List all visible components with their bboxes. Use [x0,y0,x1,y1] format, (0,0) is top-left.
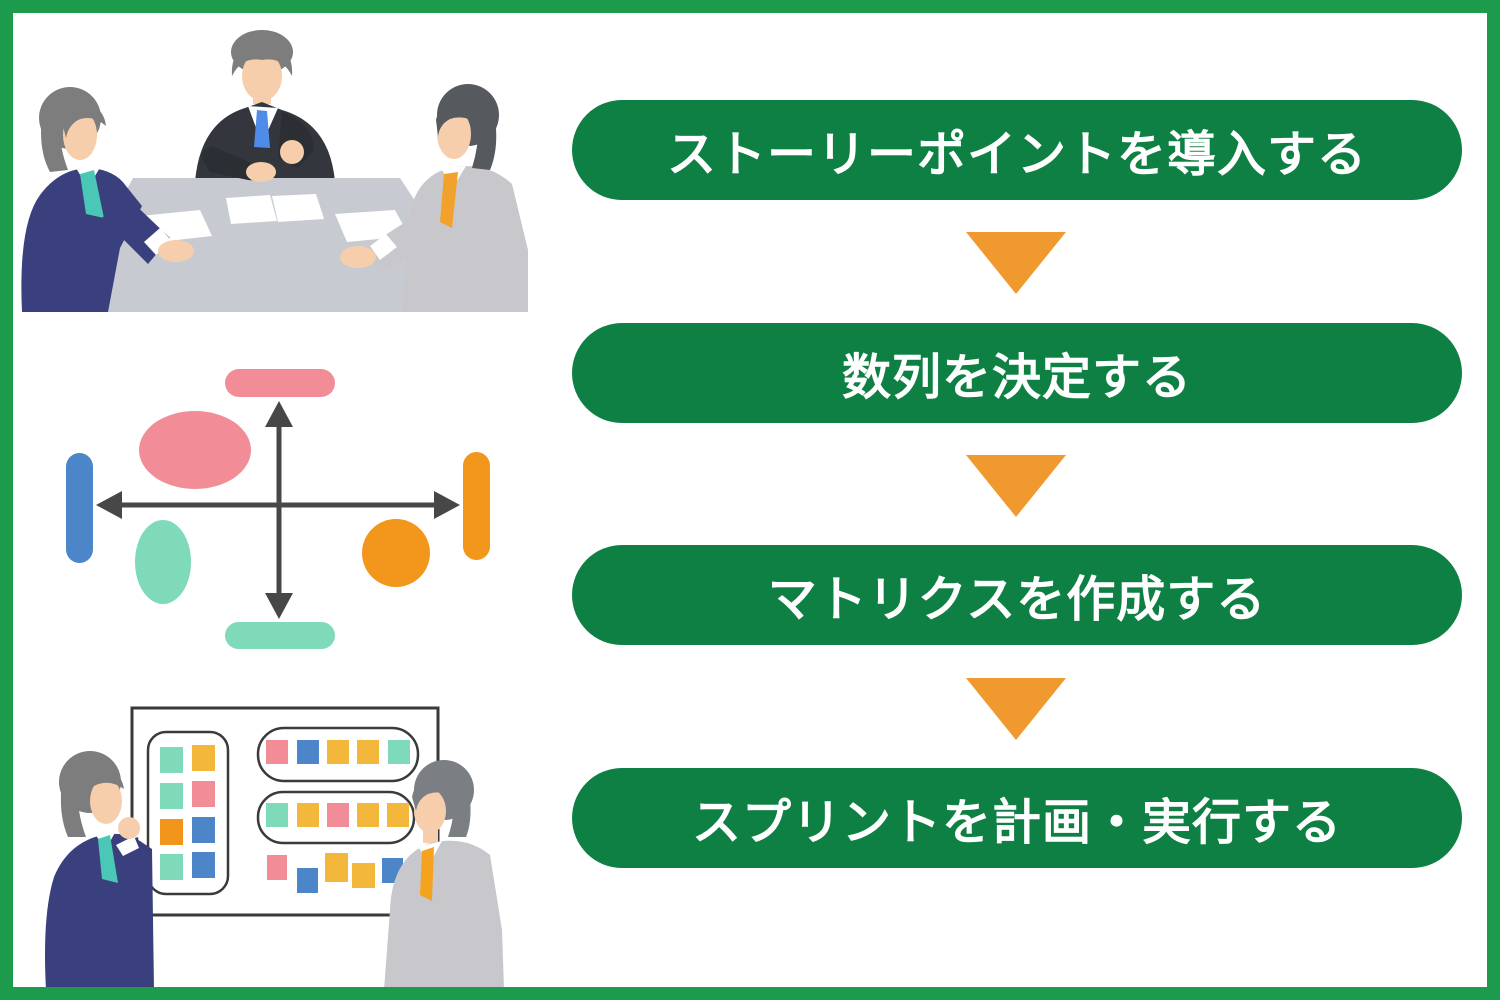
board-left-panel [146,730,230,896]
matrix-pink-pill [225,369,335,397]
matrix-orange-circle [362,519,430,587]
axis-arrowheads [96,401,460,619]
matrix-blue-pill [66,453,93,563]
flow-step-2-label: 数列を決定する [841,350,1192,405]
flow-step-1-label: ストーリーポイントを導入する [666,127,1367,182]
matrix-axes [112,417,444,603]
flow-step-4: スプリントを計画・実行する [572,768,1462,868]
board-illustration [45,706,504,990]
flow-step-3-label: マトリクスを作成する [767,572,1267,627]
person-left [21,87,194,312]
flow-step-3: マトリクスを作成する [572,545,1462,645]
person-center [195,30,335,182]
paper [226,195,277,224]
person-thinking [45,751,154,990]
matrix-teal-pill [225,622,335,649]
person-observer [384,760,504,990]
person-right [340,84,528,312]
flow-step-4-label: スプリントを計画・実行する [691,795,1342,850]
matrix-orange-pill [463,452,490,560]
down-arrow-icon [966,232,1066,294]
matrix-pink-ellipse [139,411,251,489]
down-arrow-icon [966,678,1066,740]
down-arrow-icon [966,455,1066,517]
person-center-arm [201,146,276,182]
flow-step-1: ストーリーポイントを導入する [572,100,1462,200]
flow-step-2: 数列を決定する [572,323,1462,423]
board-row-2 [256,790,416,845]
paper [272,194,324,222]
board-row-1 [256,726,420,783]
matrix-teal-ellipse [135,520,191,604]
matrix-illustration [66,369,490,649]
meeting-illustration [21,30,528,312]
board-scattered-notes [267,853,403,893]
